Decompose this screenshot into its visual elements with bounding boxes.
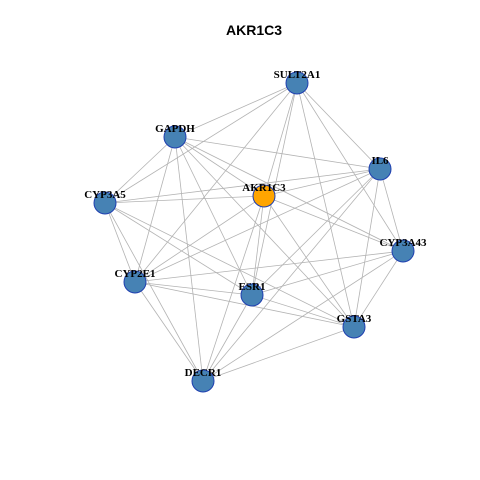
node-cyp3a5: CYP3A5 xyxy=(84,189,126,215)
edge-gapdh-gsta3 xyxy=(174,136,355,328)
node-circle xyxy=(252,184,276,208)
edge-cyp3a43-cyp2e1 xyxy=(134,250,404,283)
edge-il6-gsta3 xyxy=(353,168,381,328)
node-gsta3: GSTA3 xyxy=(337,313,372,339)
edge-cyp3a5-esr1 xyxy=(104,202,253,296)
node-circle xyxy=(191,369,215,393)
edge-cyp3a43-gsta3 xyxy=(353,250,404,328)
node-label: SULT2A1 xyxy=(274,69,321,81)
node-il6: IL6 xyxy=(368,155,392,181)
edge-gapdh-cyp2e1 xyxy=(134,136,176,283)
node-label: CYP2E1 xyxy=(115,268,156,280)
node-circle xyxy=(240,283,264,307)
edge-gapdh-esr1 xyxy=(174,136,253,296)
node-circle xyxy=(391,239,415,263)
edge-akr1c3-sult2a1 xyxy=(263,82,298,197)
node-label: CYP3A43 xyxy=(379,237,427,249)
edge-akr1c3-cyp3a5 xyxy=(104,195,265,204)
edge-sult2a1-cyp3a5 xyxy=(104,82,298,204)
node-label: DECR1 xyxy=(185,367,222,379)
node-label: GSTA3 xyxy=(337,313,372,325)
edge-cyp2e1-decr1 xyxy=(134,281,204,382)
edge-il6-esr1 xyxy=(251,168,381,296)
node-cyp3a43: CYP3A43 xyxy=(379,237,427,263)
node-circle xyxy=(342,315,366,339)
node-label: CYP3A5 xyxy=(84,189,126,201)
edge-sult2a1-il6 xyxy=(296,82,381,170)
edge-esr1-gsta3 xyxy=(251,294,355,328)
node-circle xyxy=(285,71,309,95)
edge-akr1c3-gapdh xyxy=(174,136,265,197)
edge-sult2a1-esr1 xyxy=(251,82,298,296)
edge-il6-cyp3a43 xyxy=(379,168,404,252)
edge-cyp3a43-esr1 xyxy=(251,250,404,296)
edge-sult2a1-gapdh xyxy=(174,82,298,138)
edge-gsta3-decr1 xyxy=(202,326,355,382)
edge-sult2a1-cyp2e1 xyxy=(134,82,298,283)
edge-cyp3a5-gsta3 xyxy=(104,202,355,328)
edge-gapdh-cyp3a43 xyxy=(174,136,404,252)
edge-esr1-decr1 xyxy=(202,294,253,382)
edge-il6-decr1 xyxy=(202,168,381,382)
node-akr1c3: AKR1C3 xyxy=(242,182,286,208)
node-sult2a1: SULT2A1 xyxy=(274,69,321,95)
node-circle xyxy=(93,191,117,215)
edge-akr1c3-cyp3a43 xyxy=(263,195,404,252)
node-cyp2e1: CYP2E1 xyxy=(115,268,156,294)
node-decr1: DECR1 xyxy=(185,367,222,393)
edge-cyp2e1-gsta3 xyxy=(134,281,355,328)
edge-layer xyxy=(104,82,404,382)
edge-gapdh-il6 xyxy=(174,136,381,170)
edge-cyp3a5-decr1 xyxy=(104,202,204,382)
edge-sult2a1-cyp3a43 xyxy=(296,82,404,252)
figure-title: AKR1C3 xyxy=(226,22,282,38)
edge-akr1c3-esr1 xyxy=(251,195,265,296)
edge-cyp2e1-esr1 xyxy=(134,281,253,296)
node-label: IL6 xyxy=(371,155,389,167)
node-label: AKR1C3 xyxy=(242,182,286,194)
edge-akr1c3-cyp2e1 xyxy=(134,195,265,283)
edge-gapdh-cyp3a5 xyxy=(104,136,176,204)
node-gapdh: GAPDH xyxy=(155,123,195,149)
node-label: GAPDH xyxy=(155,123,195,135)
node-label: ESR1 xyxy=(239,281,266,293)
node-circle xyxy=(123,270,147,294)
edge-il6-cyp2e1 xyxy=(134,168,381,283)
edge-cyp3a5-cyp2e1 xyxy=(104,202,136,283)
node-circle xyxy=(163,125,187,149)
node-circle xyxy=(368,157,392,181)
edge-cyp3a43-decr1 xyxy=(202,250,404,382)
node-esr1: ESR1 xyxy=(239,281,266,307)
edge-il6-cyp3a5 xyxy=(104,168,381,204)
edge-sult2a1-gsta3 xyxy=(296,82,355,328)
edge-gapdh-decr1 xyxy=(174,136,204,382)
